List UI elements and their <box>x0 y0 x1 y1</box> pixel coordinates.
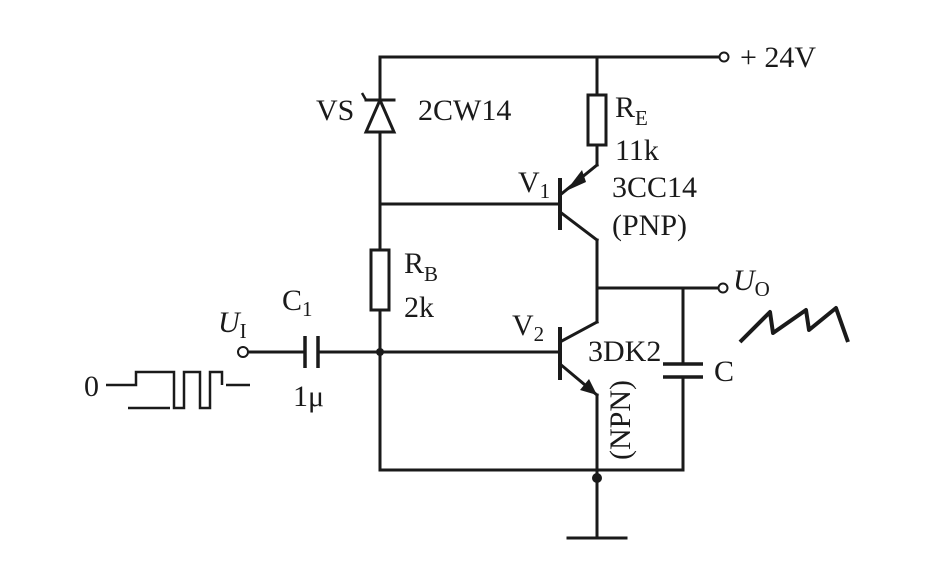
capacitor-c1-icon <box>303 336 320 368</box>
supply-terminal <box>718 51 730 63</box>
re-ref: RE <box>615 91 648 130</box>
junction-dot <box>376 348 384 356</box>
v1-part: 3CC14 <box>612 171 697 204</box>
zener-diode-icon <box>360 86 397 134</box>
v1-type: (PNP) <box>612 209 687 242</box>
transistor-v2-icon <box>557 319 600 398</box>
v2-type: (NPN) <box>604 380 637 460</box>
input-baseline-label: 0 <box>84 370 99 403</box>
v1-ref: V1 <box>518 166 550 203</box>
output-label: UO <box>733 264 770 301</box>
re-value: 11k <box>615 134 659 167</box>
square-wave-icon <box>106 370 250 410</box>
c1-ref: C1 <box>282 284 313 321</box>
zener-ref: VS <box>316 94 354 127</box>
resistor-rb-icon <box>369 248 391 312</box>
capacitor-c-icon <box>663 362 703 379</box>
input-terminal <box>237 346 249 358</box>
ground-junction-dot <box>592 473 602 483</box>
resistor-re-icon <box>586 93 608 147</box>
transistor-v1-icon <box>557 162 600 243</box>
output-terminal <box>717 282 729 294</box>
input-label: UI <box>218 306 247 343</box>
cap-ref: C <box>714 355 734 388</box>
c1-value: 1μ <box>293 380 324 413</box>
supply-label: + 24V <box>740 41 816 74</box>
rb-value: 2k <box>404 291 434 324</box>
sawtooth-wave-icon <box>738 306 850 344</box>
v2-ref: V2 <box>512 309 544 346</box>
rb-ref: RB <box>404 247 438 286</box>
zener-part: 2CW14 <box>418 94 511 127</box>
wires <box>246 55 722 540</box>
v2-part: 3DK2 <box>588 335 661 368</box>
